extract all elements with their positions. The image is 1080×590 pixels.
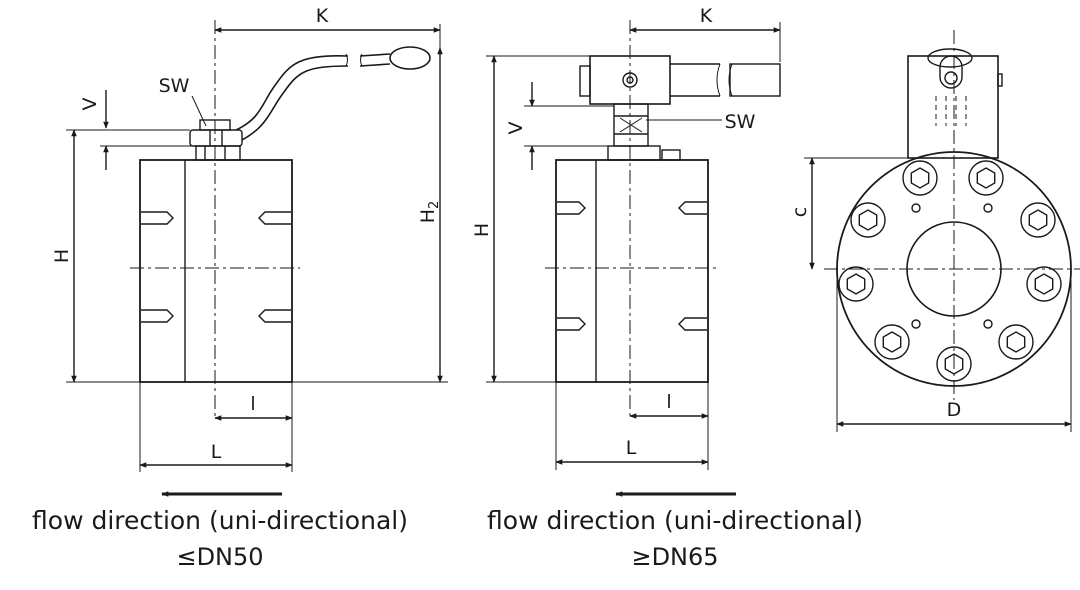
left-size-caption: ≤DN50 bbox=[176, 543, 264, 571]
left-label-L: L bbox=[211, 441, 222, 463]
right-actuator-block bbox=[907, 48, 1003, 159]
right-label-D: D bbox=[947, 399, 962, 421]
left-label-V: V bbox=[79, 98, 101, 111]
left-label-SW: SW bbox=[159, 75, 190, 97]
middle-stem bbox=[607, 103, 681, 161]
left-stem-nut bbox=[189, 119, 243, 161]
middle-label-SW: SW bbox=[725, 111, 756, 133]
left-label-l: l bbox=[250, 393, 255, 415]
middle-flow-caption: flow direction (uni-directional) bbox=[487, 506, 863, 535]
middle-lever-head bbox=[579, 55, 781, 105]
middle-bolt-holes bbox=[557, 201, 707, 331]
middle-caption: flow direction (uni-directional) ≥DN65 bbox=[455, 506, 895, 571]
left-handle-lever bbox=[235, 46, 431, 141]
middle-valve-body bbox=[555, 159, 709, 383]
left-caption: flow direction (uni-directional) ≤DN50 bbox=[0, 506, 440, 571]
middle-label-K: K bbox=[700, 5, 713, 27]
flange-pins bbox=[911, 203, 993, 329]
left-flow-caption: flow direction (uni-directional) bbox=[32, 506, 408, 535]
left-bolt-holes bbox=[141, 211, 291, 323]
right-label-c: c bbox=[789, 207, 811, 217]
middle-size-caption: ≥DN65 bbox=[631, 543, 719, 571]
middle-label-V: V bbox=[505, 122, 527, 135]
left-valve-view bbox=[66, 20, 448, 472]
middle-valve-view bbox=[486, 20, 781, 470]
flange-hex-bolts bbox=[838, 160, 1062, 382]
right-front-view bbox=[804, 30, 1080, 432]
left-label-H2: H2 bbox=[417, 201, 442, 224]
left-label-H: H bbox=[51, 249, 73, 263]
left-valve-body bbox=[139, 159, 293, 383]
middle-label-H: H bbox=[471, 223, 493, 237]
middle-label-L: L bbox=[626, 437, 637, 459]
middle-label-l: l bbox=[666, 391, 671, 413]
left-label-K: K bbox=[316, 5, 329, 27]
